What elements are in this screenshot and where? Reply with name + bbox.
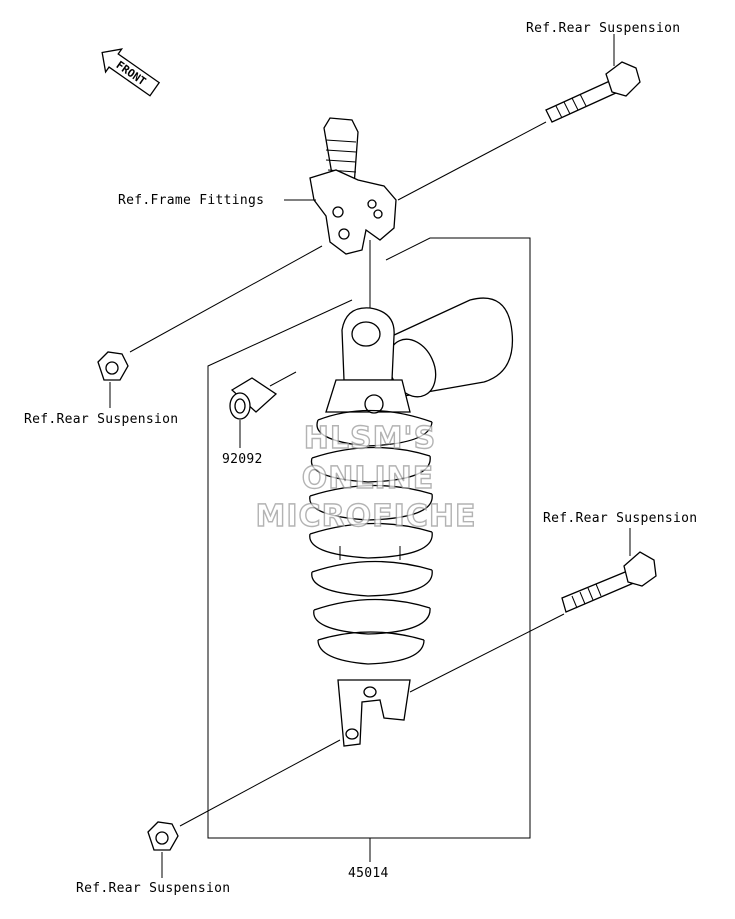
left-nut (97, 351, 129, 381)
label-ref-rear-suspension-left: Ref.Rear Suspension (24, 412, 178, 427)
right-bolt (561, 551, 657, 613)
label-part-45014: 45014 (348, 866, 389, 881)
watermark-line3: MICROFICHE (256, 499, 477, 534)
assembly-bracket-45014 (207, 237, 531, 839)
bushing-92092 (229, 377, 278, 420)
front-arrow-icon: FRONT (101, 48, 161, 97)
label-ref-rear-suspension-bottom: Ref.Rear Suspension (76, 881, 230, 896)
label-ref-rear-suspension-top: Ref.Rear Suspension (526, 21, 680, 36)
frame-fitting (309, 117, 397, 255)
label-ref-rear-suspension-right: Ref.Rear Suspension (543, 511, 697, 526)
watermark-line2: ONLINE (302, 461, 435, 496)
label-ref-frame-fittings: Ref.Frame Fittings (118, 193, 264, 208)
watermark: HLSM'S ONLINE MICROFICHE (255, 420, 477, 534)
top-bolt (545, 61, 641, 123)
watermark-line1: HLSM'S (304, 421, 436, 456)
shock-absorber-45014 (309, 297, 514, 747)
bottom-nut (147, 821, 179, 851)
label-part-92092: 92092 (222, 452, 263, 467)
